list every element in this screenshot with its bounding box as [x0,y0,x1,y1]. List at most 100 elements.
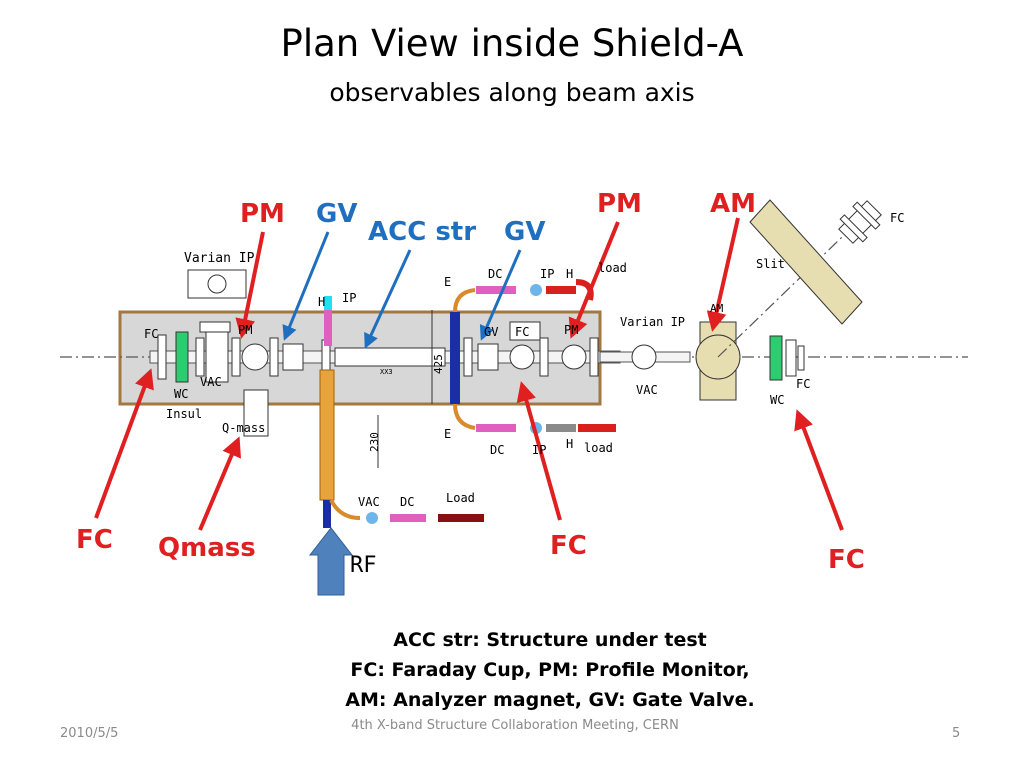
label-wc-end: WC [770,393,784,407]
label-insul: Insul [166,407,202,421]
pm-right-arrow [568,221,620,339]
end-wc-ring [769,335,783,381]
callout-fc-2: FC [550,531,587,561]
label-h-top: H [318,295,325,309]
rf-waveguide-blue [323,500,331,528]
far-fc-assembly [838,200,882,244]
callout-am: AM [710,189,756,219]
label-load-lower: load [584,441,613,455]
acc-str-arrow [364,249,412,349]
label-wc-left: WC [174,387,188,401]
label-ip-upper: IP [540,267,554,281]
legend: ACC str: Structure under test FC: Farada… [300,625,800,715]
fc-right-chamber [509,344,535,370]
wc-ring [175,331,189,383]
upper-dc [476,286,516,294]
legend-line-3: AM: Analyzer magnet, GV: Gate Valve. [345,689,755,711]
upper-ip [530,284,542,296]
gv-left-arrow [282,231,330,341]
label-pm-in-right: PM [564,323,578,337]
label-dim-425: 425 [432,354,445,374]
end-fc-cap [797,345,805,371]
footer-page-number: 5 [952,726,961,741]
label-pm-in-left: PM [238,323,252,337]
gv-right-arrow [479,249,522,341]
label-e-bottom: E [444,427,451,441]
upper-feed-curve [453,288,476,313]
callout-rf: RF [350,553,377,578]
slit-bar [749,199,863,325]
label-dc-top: DC [488,267,502,281]
label-ip-top: IP [342,291,356,305]
label-x-tag: XX3 [380,368,393,376]
label-dc-bottom: DC [490,443,504,457]
lower-h [546,424,576,432]
callout-pm-right: PM [597,189,642,219]
rf-load [438,514,484,522]
gv-right-body [477,343,499,371]
callout-gv-right: GV [504,217,545,247]
rf-feed-curve [329,499,361,520]
flange-6 [463,337,473,377]
hv-feed-left [324,308,332,346]
legend-line-2: FC: Faraday Cup, PM: Profile Monitor, [350,659,750,681]
flange-left [157,334,167,380]
fc1-arrow [94,368,154,519]
label-slit: Slit [756,257,785,271]
pm-left-arrow [235,231,265,339]
rf-dc [390,514,426,522]
footer-event: 4th X-band Structure Collaboration Meeti… [351,718,679,733]
footer-date: 2010/5/5 [60,726,119,741]
label-fc-in: FC [144,327,158,341]
label-load-upper: load [598,261,627,275]
label-h-lower: H [566,437,573,451]
lower-dc [476,424,516,432]
callout-fc-3: FC [828,545,865,575]
label-vac-left: VAC [200,375,222,389]
fc2-arrow [516,381,562,521]
label-fc-right-box: FC [515,325,529,339]
label-dim-230: 230 [368,432,381,452]
label-gv-in: GV [484,325,498,339]
lower-load [578,424,616,432]
flange-7 [539,337,549,377]
label-vac-right: VAC [636,383,658,397]
acc-structure [334,347,446,367]
callout-gv-left: GV [316,199,357,229]
hv-feed-left-cyan [324,296,332,310]
vac-port [199,321,231,333]
label-dc-rf: DC [400,495,414,509]
end-fc [785,339,797,377]
varian-ip-pump [207,274,227,294]
legend-line-1: ACC str: Structure under test [393,629,707,651]
label-ip-lower: IP [532,443,546,457]
label-varian-ip-right: Varian IP [620,315,685,329]
rf-input-arrow [308,527,354,596]
flange-4 [269,337,279,377]
label-load-rf: Load [446,491,475,505]
qmass-arrow [198,436,241,531]
vac-right-pump [631,344,657,370]
plan-view-diagram: PM GV ACC str GV PM AM FC Qmass FC FC RF… [60,189,968,596]
callout-pm-left: PM [240,199,285,229]
lower-feed-curve [453,403,476,430]
pm-chamber-left [241,343,269,371]
label-e-top: E [444,275,451,289]
callout-fc-1: FC [76,525,113,555]
callout-qmass: Qmass [158,533,256,563]
label-fc-far: FC [890,211,904,225]
upper-h [546,286,576,294]
slide-subtitle: observables along beam axis [329,78,695,107]
gv-left-body [282,343,304,371]
label-fc-end: FC [796,377,810,391]
slide-title: Plan View inside Shield-A [280,22,744,65]
rf-waveguide [319,369,335,501]
flange-8 [589,337,599,377]
fc-right-label-box [509,321,541,341]
rf-vac [366,512,378,524]
label-q-mass: Q-mass [222,421,265,435]
label-varian-ip-top: Varian IP [184,251,255,266]
coupler-bar [450,312,460,404]
flange-3 [231,337,241,377]
